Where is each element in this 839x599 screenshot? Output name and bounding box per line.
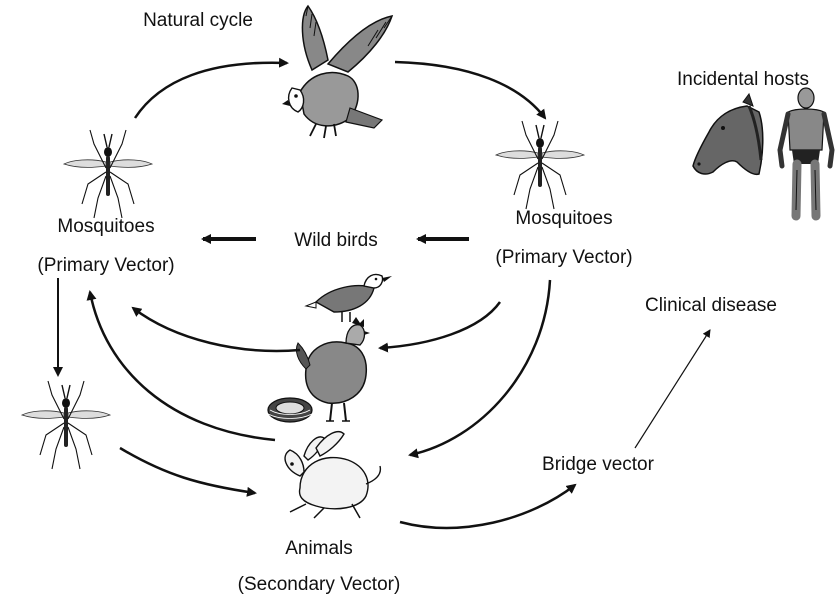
label-primary-vector-left: (Primary Vector) [37,255,174,276]
arrow-animals-to-bridge-vector [400,485,575,528]
label-secondary-vector: (Secondary Vector) [238,574,401,595]
label-bridge-vector: Bridge vector [542,454,655,475]
arrow-chicken-to-mosquito [133,308,300,351]
arrow-eagle-to-mosquito [395,62,545,118]
label-natural-cycle: Natural cycle [143,10,253,31]
mosquito-icon-right [496,121,584,209]
label-primary-vector-right: (Primary Vector) [495,247,632,268]
label-incidental-hosts: Incidental hosts [677,69,809,90]
label-mosquitoes-left: Mosquitoes [57,216,154,237]
arrow-rabbit-to-mosquito [90,292,275,440]
eagle-icon [282,6,392,138]
mosquito-icon-bottom [22,381,110,469]
human-figure-icon [780,88,832,216]
rabbit-icon [285,432,380,518]
seagull-icon [306,274,392,322]
label-wild-birds: Wild birds [294,230,377,251]
label-clinical-disease: Clinical disease [645,295,777,316]
mosquito-icon-left [64,130,152,218]
label-animals: Animals [285,538,353,559]
arrow-mosquito-to-animals [120,448,255,493]
arrow-mosquito-to-eagle [135,63,287,118]
arrow-bridge-vector-to-clinical-disease [635,330,710,448]
horse-head-icon [693,94,763,174]
nest-icon [268,398,312,422]
arrow-mosquito-to-rabbit [410,280,550,455]
label-mosquitoes-right: Mosquitoes [515,208,612,229]
arrow-mosquito-to-chicken [380,302,500,348]
